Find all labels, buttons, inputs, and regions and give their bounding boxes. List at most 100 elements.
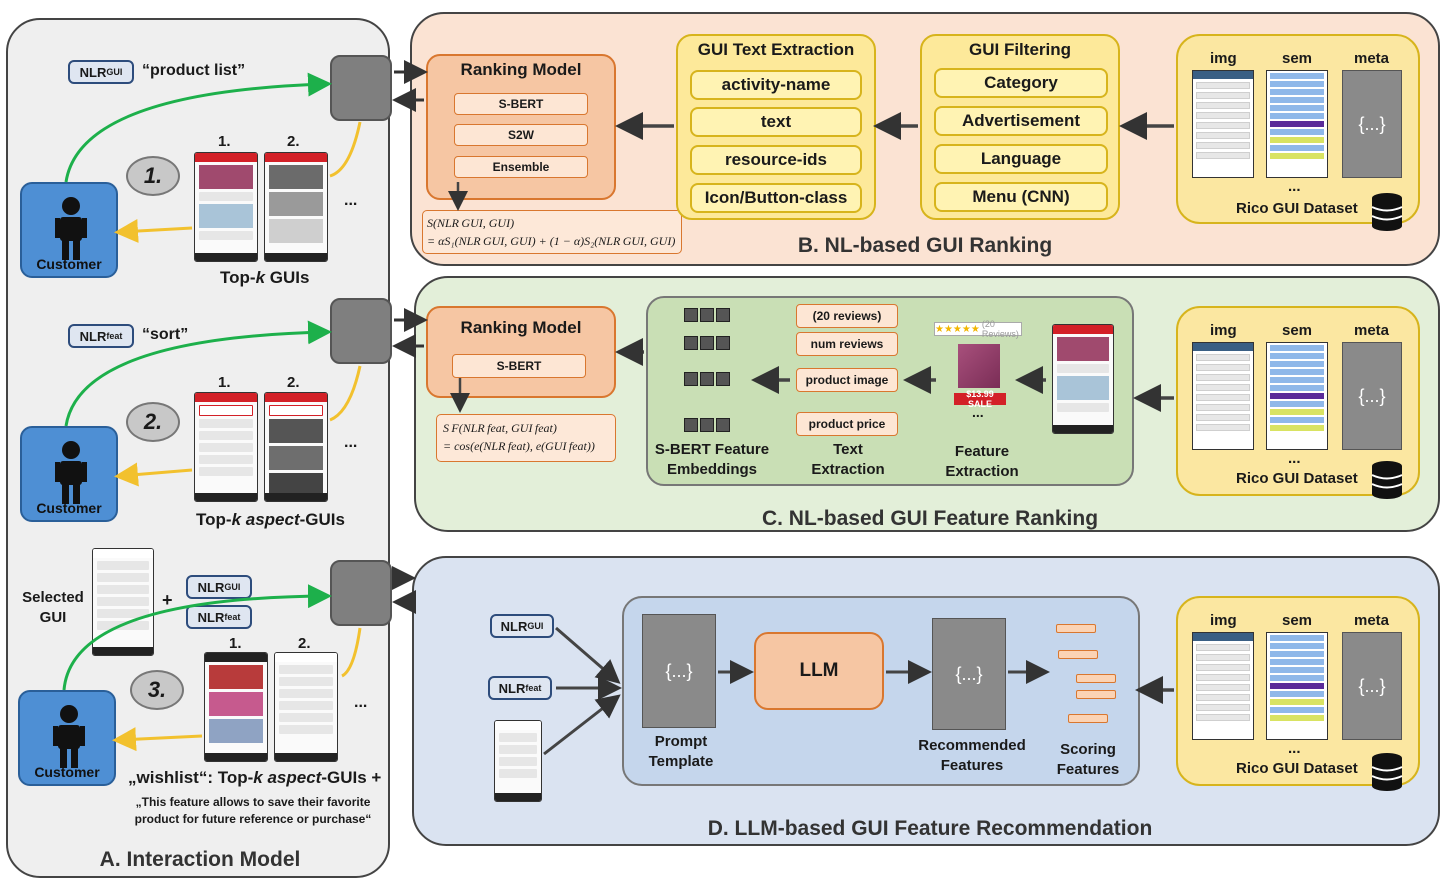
star-icons: ★★★★★ [935,323,980,335]
llm-box: LLM [754,632,884,710]
rico-sem-header: sem [1282,322,1313,339]
filter-advertisement: Advertisement [934,106,1108,136]
customer-label: Customer [36,500,102,516]
ranking-model-title-b: Ranking Model [460,60,582,79]
text-extraction-label: Text Extraction [811,441,885,478]
step-2-badge: 2. [126,402,180,442]
rico-sem-header: sem [1282,612,1313,629]
text-feature-num-reviews: num reviews [796,332,898,356]
rico-meta-header: meta [1354,322,1390,339]
rank-1-label: 1. [229,635,242,652]
step-3-badge: 3. [130,670,184,710]
more-results-ellipsis: ... [354,694,368,711]
query-product-list: “product list” [142,62,246,79]
query-sort: “sort” [142,326,189,343]
formula-b-line2: = αS₁(NLR GUI, GUI) + (1 − α)S₂(NLR GUI,… [427,234,676,248]
wishlist-gui-thumbnail[interactable] [274,652,338,762]
formula-box-b: S(NLR GUI, GUI) = αS₁(NLR GUI, GUI) + (1… [422,210,682,254]
person-icon [53,705,85,768]
rank-1-label: 1. [218,133,231,150]
text-feature-product-price: product price [796,412,898,436]
wishlist-gui-thumbnail[interactable] [204,652,268,762]
database-icon [1371,193,1403,231]
rico-dataset-title: Rico GUI Dataset [1236,200,1358,217]
filter-category: Category [934,68,1108,98]
top-k-aspect-guis-label: Top-k aspect-GUIs [196,510,345,529]
filter-language: Language [934,144,1108,174]
customer-label: Customer [34,764,100,780]
rico-img-screenshot [1192,632,1254,740]
rico-meta-header: meta [1354,612,1390,629]
rico-more-dots: ... [1288,178,1301,195]
formula-b-line1: S(NLR GUI, GUI) [427,216,515,230]
rico-sem-header: sem [1282,50,1313,67]
embedding-cell [684,336,698,350]
rank-2-label: 2. [287,133,300,150]
customer-label: Customer [36,256,102,272]
interaction-hub-1 [330,55,392,121]
interaction-hub-2 [330,298,392,364]
customer-2: Customer [20,426,118,522]
embedding-cell [684,308,698,322]
selected-gui-thumbnail[interactable] [92,548,154,656]
rico-more-dots: ... [1288,450,1301,467]
embedding-cell [716,308,730,322]
rico-img-screenshot [1192,70,1254,178]
text-item-activity-name: activity-name [690,70,862,100]
embedding-cell [716,372,730,386]
step-1-badge: 1. [126,156,180,196]
rico-more-dots: ... [1288,740,1301,757]
rico-sem-annotation [1266,632,1328,740]
database-icon [1371,753,1403,791]
rico-dataset-b: img sem meta {...} ... Rico GUI Dataset [1176,34,1420,224]
stars-reviews-count: (20 Reviews) [981,319,1019,339]
feature-ranking-title: C. NL-based GUI Feature Ranking [761,507,1099,530]
rico-sem-annotation [1266,70,1328,178]
embedding-cell [700,336,714,350]
customer-1: Customer [20,182,118,278]
rank-2-label: 2. [287,374,300,391]
prompt-template-block: {...} [642,614,716,728]
more-results-ellipsis: ... [344,434,358,451]
text-feature-product-image: product image [796,368,898,392]
rico-dataset-c: img sem meta {...} ... Rico GUI Dataset [1176,306,1420,496]
result-gui-thumbnail[interactable] [194,152,258,262]
scoring-feature-bar [1076,674,1116,683]
rico-meta-json: {...} [1342,342,1402,450]
aspect-gui-thumbnail[interactable] [194,392,258,502]
rico-dataset-d: img sem meta {...} ... Rico GUI Dataset [1176,596,1420,786]
scoring-feature-bar [1056,624,1096,633]
embedding-cell [716,336,730,350]
feature-recommendation-title: D. LLM-based GUI Feature Recommendation [707,817,1153,840]
gui-ranking-title: B. NL-based GUI Ranking [797,234,1053,257]
text-item-text: text [690,107,862,137]
embedding-cell [684,372,698,386]
database-icon [1371,461,1403,499]
result-gui-thumbnail[interactable] [264,152,328,262]
rico-img-header: img [1210,322,1237,339]
formula-c-line1: S F(NLR feat, GUI feat) [443,421,557,435]
ranking-model-box-c [426,306,616,398]
product-image-snippet [958,344,1000,388]
rico-dataset-title: Rico GUI Dataset [1236,470,1358,487]
person-icon [55,197,87,260]
rico-img-header: img [1210,50,1237,67]
interaction-model-title: A. Interaction Model [99,848,301,871]
embedding-cell [700,308,714,322]
price-snippet: $13.99 SALE [954,389,1006,409]
plus-sign: + [162,590,173,610]
ranking-model-title-c: Ranking Model [460,318,582,337]
filter-menu-cnn: Menu (CNN) [934,182,1108,212]
rico-meta-json: {...} [1342,632,1402,740]
selected-gui-input-d [494,720,542,802]
person-icon [55,441,87,504]
scoring-feature-bar [1068,714,1108,723]
more-results-ellipsis: ... [344,192,358,209]
aspect-gui-thumbnail[interactable] [264,392,328,502]
rico-dataset-title: Rico GUI Dataset [1236,760,1358,777]
scoring-feature-bar [1058,650,1098,659]
